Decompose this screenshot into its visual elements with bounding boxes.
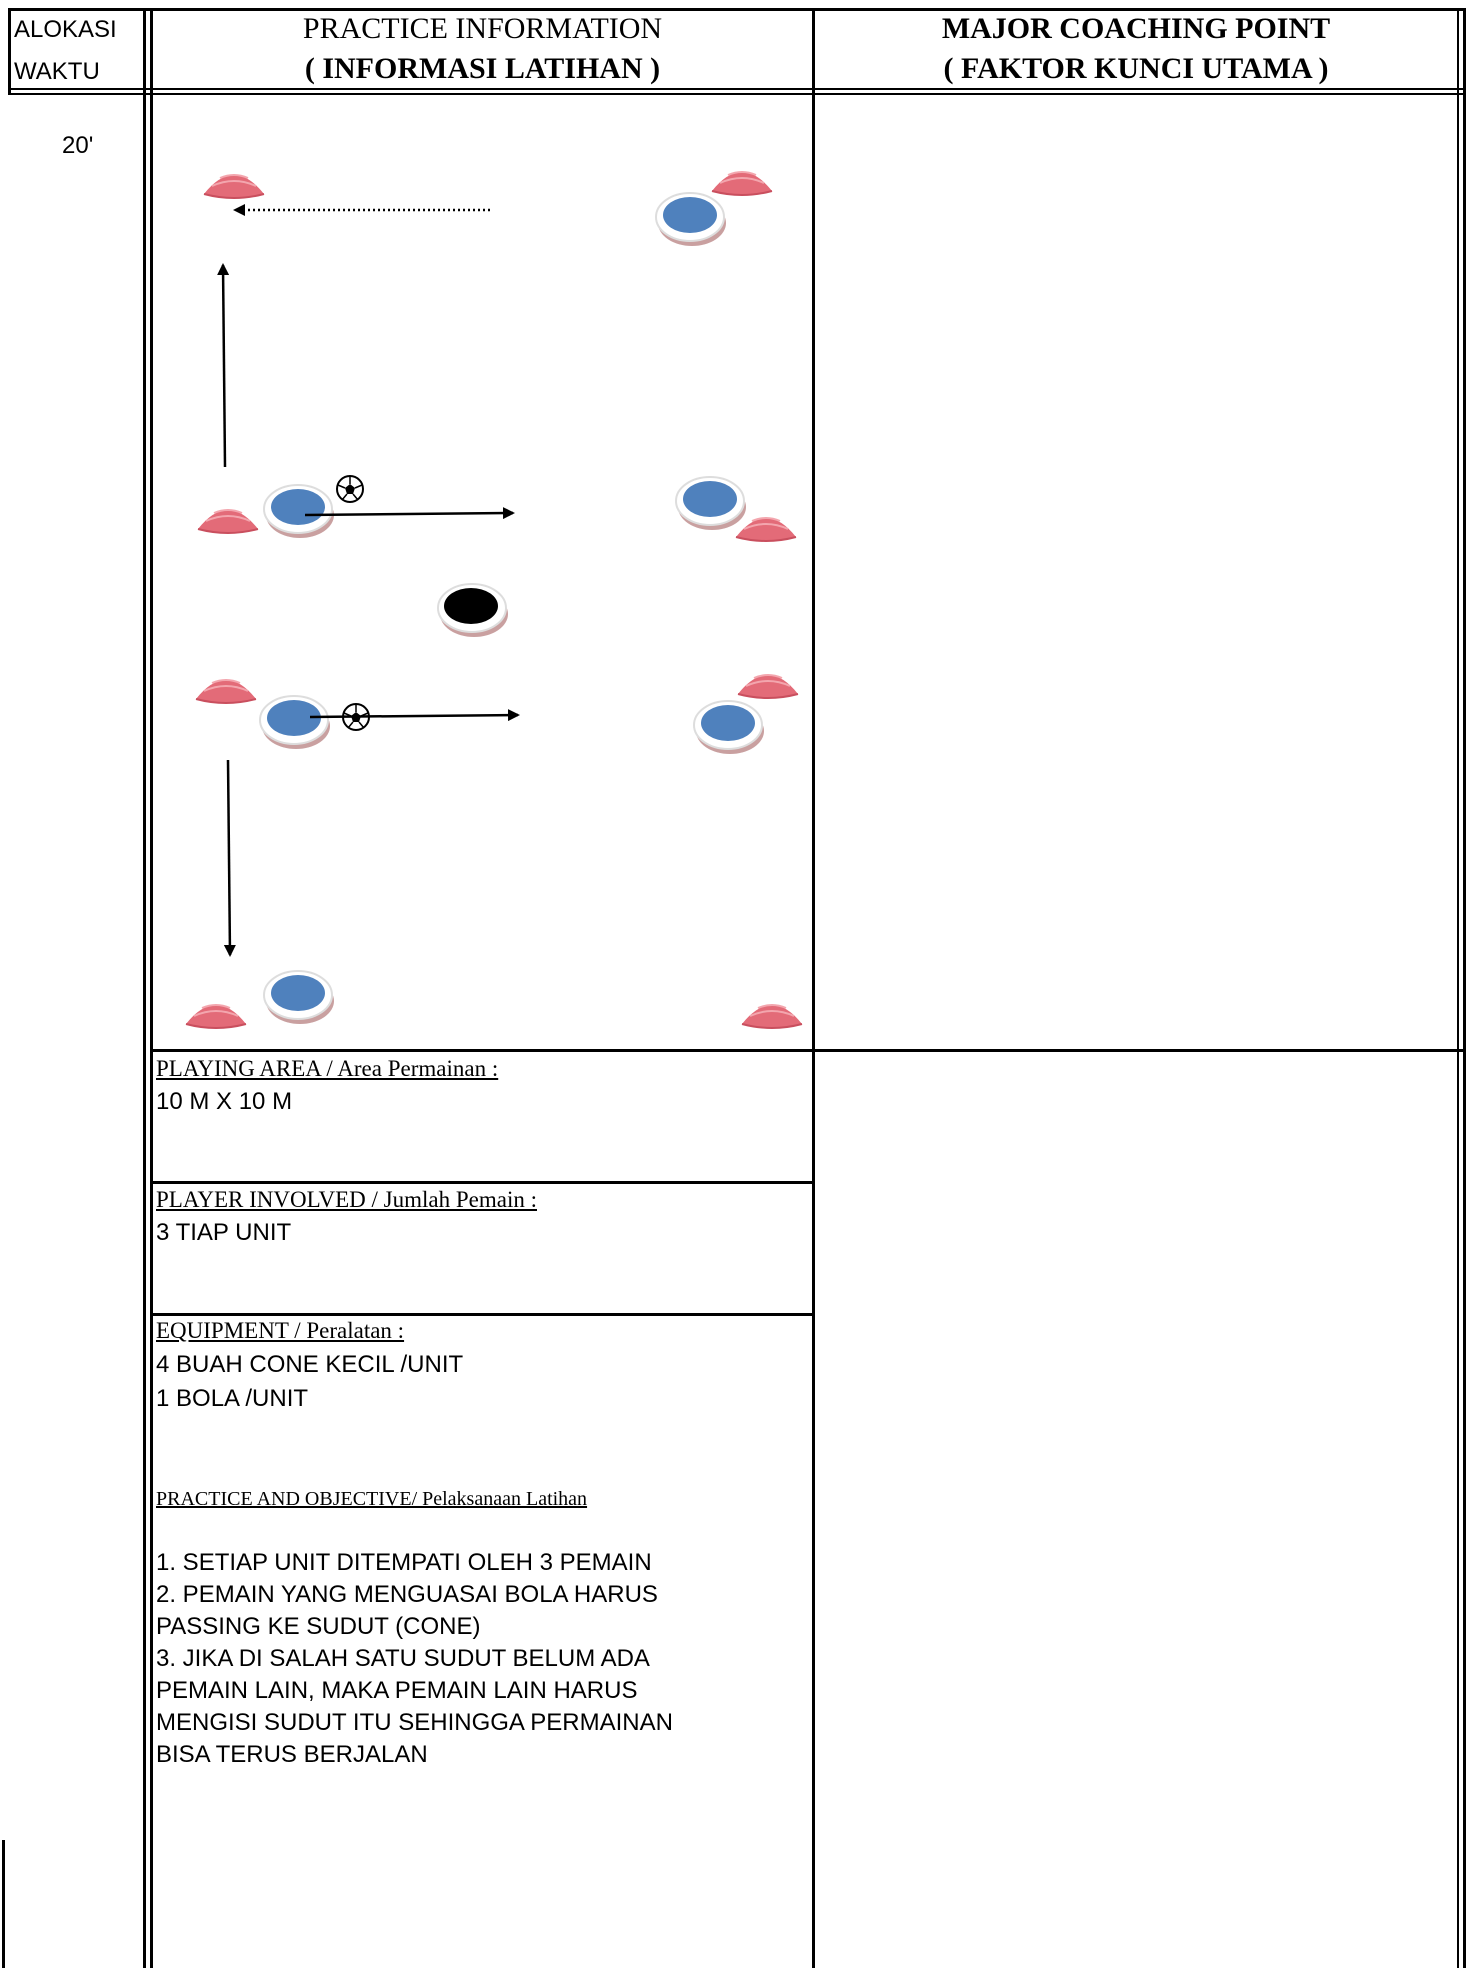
equipment-item: 4 BUAH CONE KECIL /UNIT (156, 1351, 464, 1378)
cone-icon (735, 517, 797, 542)
player-icon (675, 476, 747, 531)
cone-icon (711, 171, 773, 196)
player-icon (263, 484, 335, 539)
table-border-right (1463, 8, 1466, 1968)
cone-icon (195, 679, 257, 704)
practice-heading: PRACTICE AND OBJECTIVE/ Pelaksanaan Lati… (156, 1488, 588, 1510)
header-practice-title: PRACTICE INFORMATION (302, 12, 663, 45)
drill-diagram (185, 171, 803, 1029)
players-value: 3 TIAP UNIT (156, 1219, 292, 1246)
col2-divider (812, 8, 815, 1968)
instruction-line: PASSING KE SUDUT (CONE) (156, 1613, 481, 1640)
pass-arrow-right-top (304, 507, 515, 520)
cone-icon (203, 174, 265, 199)
table-border-right-inner (1457, 8, 1459, 1968)
header-time-line2: WAKTU (14, 58, 100, 85)
player-icon (655, 192, 727, 247)
instruction-line: BISA TERUS BERJALAN (156, 1741, 428, 1768)
diagram-bottom-line (150, 1049, 1466, 1052)
players-bottom-line (150, 1313, 815, 1316)
header-coaching-subtitle: ( FAKTOR KUNCI UTAMA ) (943, 52, 1329, 85)
player-icon (263, 970, 335, 1025)
player-icon (259, 695, 331, 750)
col1-divider-b (150, 8, 153, 1968)
col1-divider-a (143, 8, 146, 1968)
equipment-heading: EQUIPMENT / Peralatan : (156, 1318, 405, 1343)
playing-area-bottom-line (150, 1181, 815, 1184)
header-coaching-title: MAJOR COACHING POINT (941, 12, 1331, 45)
instruction-line: 1. SETIAP UNIT DITEMPATI OLEH 3 PEMAIN (156, 1549, 652, 1576)
cone-icon (737, 674, 799, 699)
instruction-line: 3. JIKA DI SALAH SATU SUDUT BELUM ADA (156, 1645, 650, 1672)
header-bottom-line (8, 88, 1466, 90)
equipment-item: 1 BOLA /UNIT (156, 1385, 309, 1412)
cone-icon (185, 1004, 247, 1029)
time-allocation: 20' (62, 132, 94, 159)
practice-instructions: 1. SETIAP UNIT DITEMPATI OLEH 3 PEMAIN 2… (156, 1547, 673, 1771)
instruction-line: PEMAIN LAIN, MAKA PEMAIN LAIN HARUS (156, 1677, 638, 1704)
header-bottom-line-2 (8, 93, 1466, 95)
header-time-line1: ALOKASI (14, 16, 117, 43)
left-margin-mark (2, 1840, 5, 1968)
playing-area-heading: PLAYING AREA / Area Permainan : (156, 1056, 499, 1081)
instruction-line: MENGISI SUDUT ITU SEHINGGA PERMAINAN (156, 1709, 673, 1736)
pass-arrow-up (217, 263, 230, 468)
pass-arrow-down (223, 759, 236, 957)
player-icon (693, 700, 765, 755)
table-border-top (8, 8, 1466, 11)
cone-icon (197, 509, 259, 534)
players-heading: PLAYER INVOLVED / Jumlah Pemain : (156, 1187, 537, 1212)
ball-icon (336, 475, 364, 503)
playing-area-value: 10 M X 10 M (156, 1088, 293, 1115)
table-border-left (8, 8, 11, 93)
instruction-line: 2. PEMAIN YANG MENGUASAI BOLA HARUS (156, 1581, 658, 1608)
header-practice-subtitle: ( INFORMASI LATIHAN ) (304, 52, 661, 85)
cone-icon (741, 1004, 803, 1029)
pass-arrow-right-bottom (309, 709, 520, 722)
defender-icon (437, 583, 508, 637)
